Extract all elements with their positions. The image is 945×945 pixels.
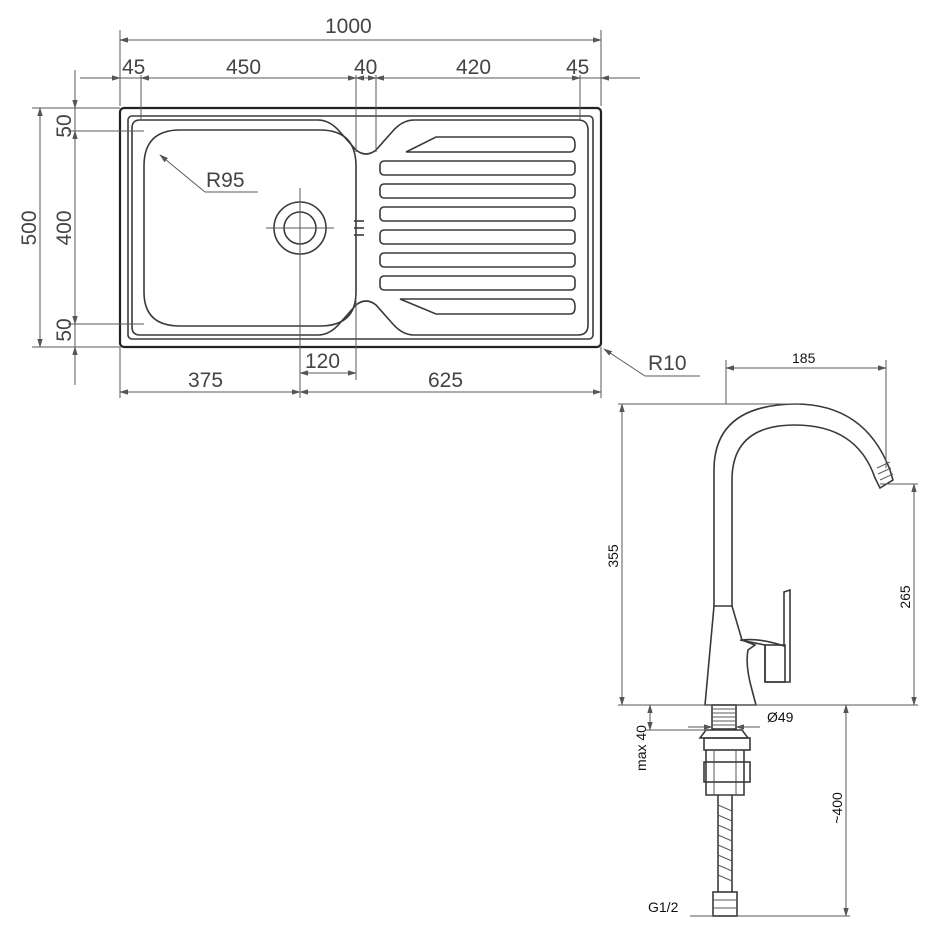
dim-bowl-width: 450 [226,56,261,79]
tap-threaded-stud [711,704,737,730]
r95-leader [159,154,206,193]
tap-flex-hose [717,795,733,892]
dim-bowl-height: 400 [53,210,76,245]
sink-outer-edge [118,106,603,349]
dim-total-height: 500 [18,210,41,245]
tap-body [704,605,758,706]
dim-left-part: 375 [188,369,223,392]
dim-right-part: 625 [428,369,463,392]
sink-top-view: R95 R10 1000 45 450 40 420 45 [18,15,700,398]
dim-base-diameter: Ø49 [767,709,794,725]
sink-rim [127,115,594,340]
dim-spout-height: 265 [897,585,913,609]
dim-hose-length: ~400 [829,792,845,824]
dim-tap-hole-offset: 120 [305,350,340,373]
overflow-slots [354,220,364,236]
dim-tap-height: 355 [605,544,621,568]
dim-top-margin: 50 [53,114,76,137]
sink-inner-contour [131,119,589,336]
dim-bottom-margin: 50 [53,318,76,341]
r10-leader [603,348,646,377]
dim-r95: R95 [206,169,245,192]
dim-left-margin: 45 [122,56,145,79]
dim-drainer-width: 420 [456,56,491,79]
tap-side-view: 185 355 265 Ø49 max 40 ~400 G1/2 [605,350,918,917]
tap-mounting-nut [698,729,750,739]
tap-spout [713,403,894,606]
drainer-ribs [379,136,576,315]
dim-max-thickness: max 40 [633,725,649,771]
tap-hose-fitting [712,891,738,917]
dim-tap-reach: 185 [792,350,816,366]
dim-r10: R10 [648,352,687,375]
dim-thread: G1/2 [648,899,679,915]
sink-bowl [143,129,357,327]
dim-gap: 40 [354,56,377,79]
dim-total-width: 1000 [325,15,372,38]
dim-right-margin: 45 [566,56,589,79]
